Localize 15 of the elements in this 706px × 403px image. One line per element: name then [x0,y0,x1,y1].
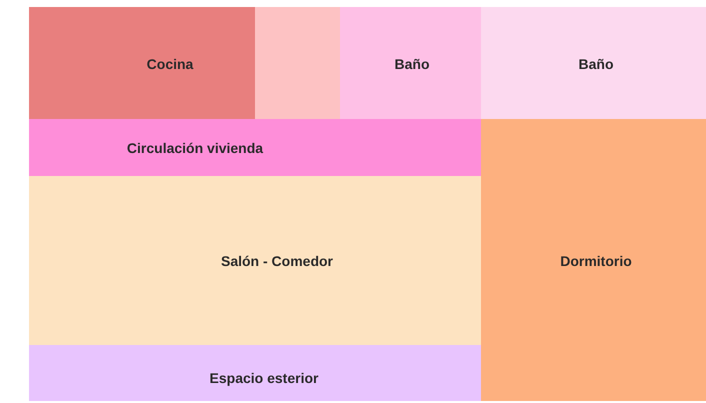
room-area [481,119,706,401]
room-area [29,119,481,176]
room-area [481,7,706,119]
room-area [340,7,481,119]
room-area [29,345,481,401]
room-area [29,7,255,119]
room-label: Baño [578,56,614,72]
room-area [29,176,481,345]
room-label: Salón - Comedor [221,253,333,269]
room-label: Dormitorio [560,253,632,269]
room-label: Espacio esterior [210,370,318,386]
room-label: Circulación vivienda [126,140,264,156]
room-area [255,7,340,119]
room-label: Baño [394,56,430,72]
room-label: Cocina [146,56,194,72]
